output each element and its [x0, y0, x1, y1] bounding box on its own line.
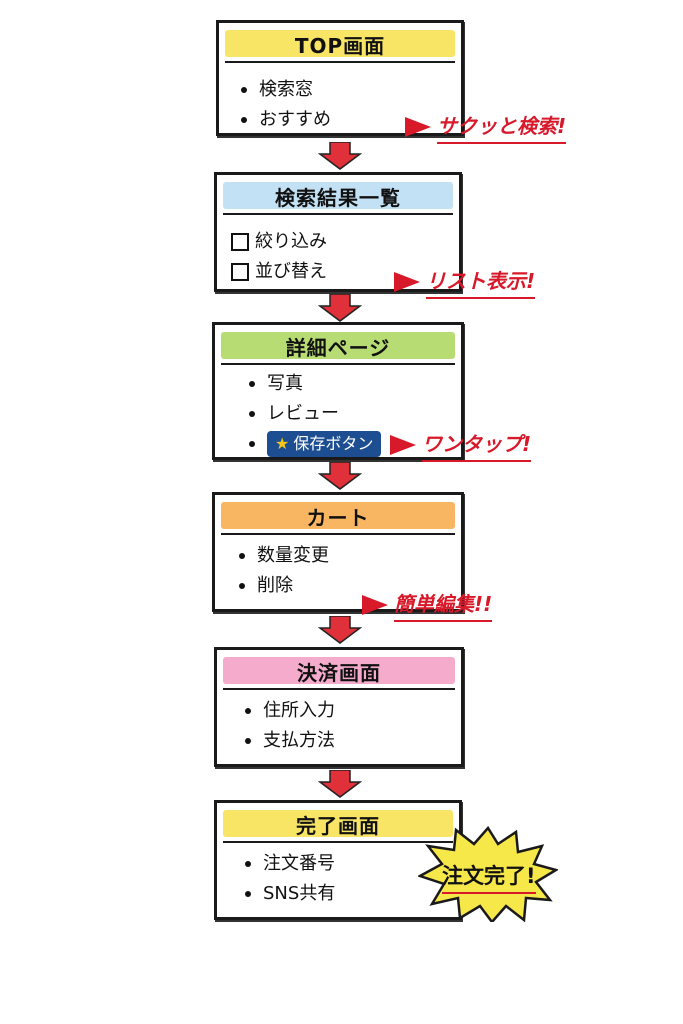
arrow-down-icon [318, 616, 362, 644]
step-complete: 完了画面 注文番号 SNS共有 [214, 800, 462, 920]
step-title: TOP画面 [294, 33, 386, 58]
step-title: カート [306, 505, 370, 530]
list-item: 検索窓 [241, 75, 331, 105]
item-label: 住所入力 [263, 700, 335, 721]
step-title: 決済画面 [297, 660, 381, 685]
checkbox-icon[interactable] [231, 233, 249, 251]
list-item: 写真 [249, 369, 381, 399]
item-label: 注文番号 [263, 853, 335, 874]
step-title: 詳細ページ [285, 335, 391, 360]
step-top-screen: TOP画面 検索窓 おすすめ [216, 20, 464, 136]
star-icon: ★ [275, 434, 290, 453]
save-button[interactable]: ★保存ボタン [267, 431, 382, 457]
item-label: 検索窓 [259, 79, 313, 100]
order-complete-burst: 注文完了! [418, 826, 558, 922]
arrow-down-icon [318, 770, 362, 798]
checkbox-icon[interactable] [231, 263, 249, 281]
callout-text: ワンタップ! [422, 428, 532, 462]
step-search-results: 検索結果一覧 絞り込み 並び替え [214, 172, 462, 292]
arrow-down-icon [318, 294, 362, 322]
item-label: おすすめ [259, 109, 331, 130]
step-header: 検索結果一覧 [223, 179, 453, 215]
list-item: 数量変更 [239, 541, 329, 571]
list-item: ★保存ボタン [249, 429, 382, 459]
starburst-icon [418, 826, 558, 922]
list-item: レビュー [249, 399, 381, 429]
step-detail-page: 詳細ページ 写真 レビュー ★保存ボタン [212, 322, 464, 460]
step-title: 完了画面 [296, 813, 380, 838]
callout-text: 簡単編集!! [394, 588, 493, 622]
list-item: 住所入力 [245, 696, 335, 726]
step-cart: カート 数量変更 削除 [212, 492, 464, 612]
item-label: 支払方法 [263, 730, 335, 751]
pointer-icon [405, 117, 431, 137]
step-title: 検索結果一覧 [275, 185, 401, 210]
callout-quick-search: サクッと検索! [405, 110, 567, 144]
callout-one-tap: ワンタップ! [390, 428, 532, 462]
item-label: 並び替え [255, 261, 327, 282]
step-header: 決済画面 [223, 654, 455, 690]
list-item: おすすめ [241, 105, 331, 135]
item-label: SNS共有 [263, 883, 336, 904]
callout-text: サクッと検索! [437, 110, 567, 144]
item-label: 絞り込み [255, 231, 327, 252]
pointer-icon [362, 595, 388, 615]
step-checkout: 決済画面 住所入力 支払方法 [214, 647, 464, 767]
item-label: レビュー [267, 403, 339, 424]
step-header: カート [221, 499, 455, 535]
list-item: 支払方法 [245, 726, 335, 756]
pointer-icon [394, 272, 420, 292]
item-label: 削除 [257, 575, 293, 596]
list-item: SNS共有 [245, 879, 335, 909]
item-label: 数量変更 [257, 545, 329, 566]
save-button-label: 保存ボタン [293, 434, 374, 453]
step-header: 詳細ページ [221, 329, 455, 365]
list-item: 削除 [239, 571, 329, 601]
callout-easy-edit: 簡単編集!! [362, 588, 493, 622]
step-header: 完了画面 [223, 807, 453, 843]
filter-checkbox[interactable]: 絞り込み [231, 227, 327, 257]
item-label: 写真 [267, 373, 303, 394]
burst-text: 注文完了! [442, 860, 536, 894]
step-header: TOP画面 [225, 27, 455, 63]
pointer-icon [390, 435, 416, 455]
sort-checkbox[interactable]: 並び替え [231, 257, 327, 287]
callout-list-display: リスト表示! [394, 265, 536, 299]
arrow-down-icon [318, 142, 362, 170]
list-item: 注文番号 [245, 849, 335, 879]
callout-text: リスト表示! [426, 265, 536, 299]
arrow-down-icon [318, 462, 362, 490]
